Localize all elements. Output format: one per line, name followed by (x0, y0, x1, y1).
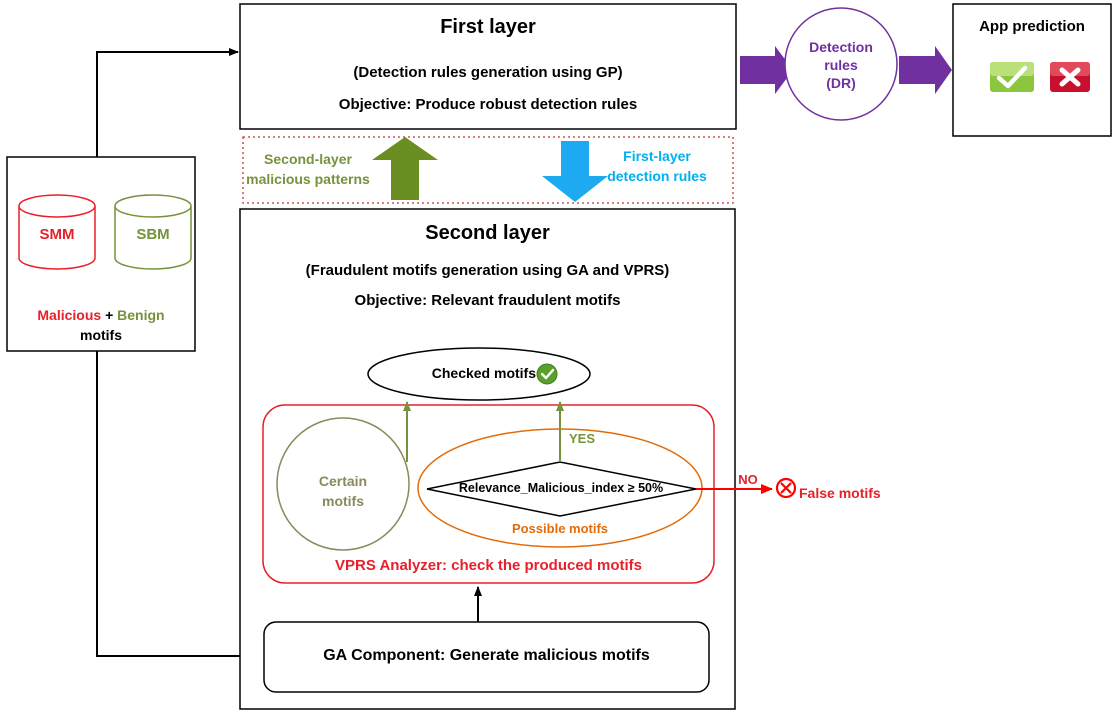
exchange-box (242, 136, 734, 204)
motifs-db-caption: Malicious + Benign motifs (7, 305, 195, 345)
detection-rules-label: Detection rules (DR) (809, 39, 873, 91)
second-layer-title: Second layer (425, 222, 550, 244)
cyan-down-arrow (542, 141, 608, 202)
false-motifs-label: False motifs (799, 485, 881, 501)
x-circle-icon (775, 477, 797, 499)
relevance-condition: Relevance_Malicious_index ≥ 50% (458, 481, 664, 495)
smm-cylinder (18, 194, 96, 270)
ga-component-label: GA Component: Generate malicious motifs (323, 647, 650, 664)
checkmark-icon (990, 62, 1034, 92)
benign-text: Benign (117, 307, 165, 323)
connector-to-first-layer (96, 48, 239, 157)
ga-component-box (263, 621, 710, 693)
no-label: NO (738, 472, 758, 487)
possible-motifs-label: Possible motifs (511, 521, 609, 536)
sbm-label: SBM (136, 226, 170, 243)
smm-label: SMM (39, 226, 75, 243)
connector-to-ga-component (96, 351, 263, 660)
checked-motifs-label: Checked motifs (431, 365, 536, 381)
app-prediction-title: App prediction (979, 18, 1085, 35)
sbm-cylinder (114, 194, 192, 270)
first-layer-box (239, 3, 737, 130)
vprs-analyzer-label: VPRS Analyzer: check the produced motifs (334, 557, 643, 574)
yes-label: YES (568, 431, 595, 446)
motifs-text: motifs (80, 327, 122, 343)
cross-icon (1050, 62, 1090, 92)
first-layer-rules-label: First-layer detection rules (607, 148, 707, 184)
second-layer-subtitle: (Fraudulent motifs generation using GA a… (305, 262, 670, 279)
second-layer-objective: Objective: Relevant fraudulent motifs (354, 292, 621, 309)
plus-text: + (101, 307, 118, 323)
certain-motifs-circle (276, 417, 410, 551)
green-up-arrow (372, 137, 438, 200)
checked-motifs-ellipse (367, 347, 591, 401)
purple-arrow-to-prediction (899, 46, 952, 94)
malicious-text: Malicious (37, 307, 102, 323)
first-layer-title: First layer (440, 16, 536, 38)
first-layer-objective: Objective: Produce robust detection rule… (338, 96, 638, 113)
check-circle-icon (536, 363, 558, 385)
certain-motifs-label: Certain motifs (318, 473, 368, 509)
first-layer-subtitle: (Detection rules generation using GP) (353, 64, 623, 81)
purple-arrow-to-rules (740, 46, 793, 94)
detection-rules-circle (784, 7, 898, 121)
second-layer-patterns-label: Second-layer malicious patterns (246, 151, 370, 187)
